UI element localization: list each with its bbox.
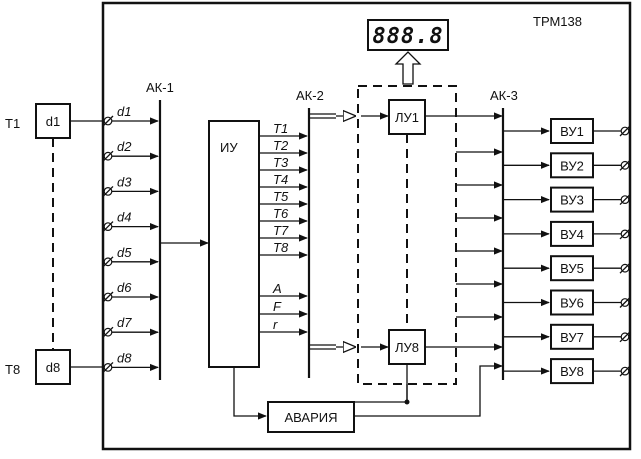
display-arrow: [394, 51, 422, 85]
iu-output-label-3: T3: [273, 155, 289, 170]
input-label-1: d1: [117, 104, 131, 119]
iu-output-label-2: T2: [273, 138, 289, 153]
input-terminal-6-slash: [102, 291, 114, 303]
iu-output-label-1: T1: [273, 121, 288, 136]
input-label-4: d4: [117, 210, 131, 225]
sensor-d8-box: [35, 349, 71, 385]
logic-units-enclosure: [357, 85, 457, 385]
output-terminal-8-slash: [619, 365, 631, 377]
input-terminal-8-slash: [102, 361, 114, 373]
sensor-d1-text: d1: [46, 114, 60, 129]
output-unit-box-4: [550, 220, 594, 247]
lu1-label: ЛУ1: [395, 110, 419, 125]
input-terminal-4-slash: [102, 221, 114, 233]
output-unit-box-2: [550, 152, 594, 179]
output-terminal-1-slash: [619, 125, 631, 137]
output-terminal-2-slash: [619, 159, 631, 171]
device-frame: [101, 1, 632, 451]
output-unit-label-7: ВУ7: [560, 330, 584, 345]
iu-output-label-9: A: [272, 281, 282, 296]
output-unit-label-3: ВУ3: [560, 193, 584, 208]
alarm-label: АВАРИЯ: [285, 410, 338, 425]
input-terminal-2-slash: [102, 150, 114, 162]
output-unit-box-8: [550, 358, 594, 385]
device-title: ТРМ138: [533, 14, 582, 29]
sensor-d8-text: d8: [46, 360, 60, 375]
output-terminal-3-slash: [619, 194, 631, 206]
iu-output-label-10: F: [273, 299, 282, 314]
output-unit-label-4: ВУ4: [560, 227, 584, 242]
output-unit-box-6: [550, 289, 594, 316]
alarm-to-ak3: [354, 362, 503, 417]
lu8-label: ЛУ8: [395, 340, 419, 355]
iu-output-label-6: T6: [273, 206, 289, 221]
input-label-7: d7: [117, 315, 132, 330]
display-box: [367, 19, 449, 51]
input-label-8: d8: [117, 350, 132, 365]
output-unit-label-2: ВУ2: [560, 158, 584, 173]
input-channels: d1 d2 d3 d4 d5 d6 d7 d8: [102, 104, 159, 373]
iu-output-label-7: T7: [273, 223, 289, 238]
display-value: 888.8: [372, 24, 443, 49]
output-terminal-5-slash: [619, 262, 631, 274]
ak1-label: АК-1: [146, 80, 174, 95]
iu-output-label-4: T4: [273, 172, 288, 187]
output-unit-label-5: ВУ5: [560, 261, 584, 276]
input-label-6: d6: [117, 280, 132, 295]
input-label-3: d3: [117, 174, 132, 189]
input-terminal-3-slash: [102, 185, 114, 197]
alarm-box: [267, 401, 355, 433]
iu-output-label-5: T5: [273, 189, 289, 204]
input-label-2: d2: [117, 139, 132, 154]
output-unit-label-6: ВУ6: [560, 296, 584, 311]
iu-to-alarm: [233, 367, 267, 420]
sensor-t8-label: T8: [5, 362, 20, 377]
ak3-label: АК-3: [490, 88, 518, 103]
iu-label: ИУ: [220, 140, 238, 155]
input-terminal-1-slash: [102, 115, 114, 127]
ak2-label: АК-2: [296, 88, 324, 103]
output-unit-box-1: [550, 118, 594, 144]
sensor-t1-label: T1: [5, 116, 20, 131]
input-label-5: d5: [117, 245, 132, 260]
output-unit-label-1: ВУ1: [560, 124, 584, 139]
ak3-inputs: [456, 148, 503, 321]
iu-box: [208, 120, 260, 368]
iu-output-label-11: r: [273, 317, 278, 332]
input-terminal-5-slash: [102, 256, 114, 268]
input-terminal-7-slash: [102, 326, 114, 338]
output-terminal-4-slash: [619, 228, 631, 240]
alarm-junction: [404, 399, 410, 405]
output-unit-label-8: ВУ8: [560, 364, 584, 379]
output-terminal-6-slash: [619, 297, 631, 308]
iu-output-label-8: T8: [273, 240, 289, 255]
output-terminal-7-slash: [619, 331, 631, 343]
